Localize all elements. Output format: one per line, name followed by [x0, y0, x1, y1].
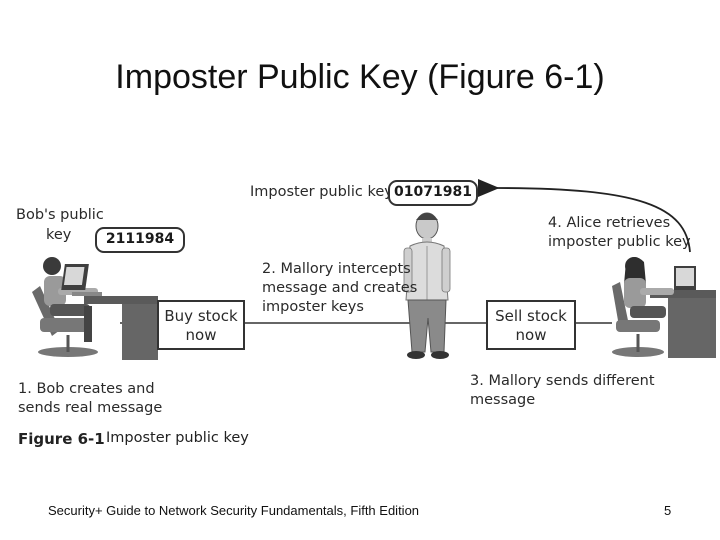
- sell-stock-line2: now: [515, 326, 547, 344]
- step2-line2: message and creates: [262, 280, 418, 296]
- step2-line1: 2. Mallory intercepts: [262, 261, 411, 277]
- step3-line2: message: [470, 392, 536, 408]
- bob-figure: [32, 257, 158, 360]
- bob-key-box: 2111984: [95, 227, 185, 253]
- imposter-key-box: 01071981: [388, 180, 478, 206]
- sell-stock-message: Sell stock now: [486, 300, 576, 350]
- imposter-key-label: Imposter public key: [250, 184, 393, 200]
- slide-footer: Security+ Guide to Network Security Fund…: [48, 503, 420, 518]
- bob-key-label-line2: key: [46, 227, 72, 243]
- step4-line2: imposter public key: [548, 234, 691, 250]
- step3-line1: 3. Mallory sends different: [470, 373, 655, 389]
- bob-key-label-line1: Bob's public: [16, 207, 104, 223]
- figure-caption-number: Figure 6-1: [18, 430, 105, 448]
- step4-line1: 4. Alice retrieves: [548, 215, 671, 231]
- figure-caption-text: Imposter public key: [106, 430, 249, 446]
- alice-figure: [612, 257, 716, 358]
- mallory-figure: [403, 212, 451, 359]
- step1-line2: sends real message: [18, 400, 163, 416]
- imposter-key-arrow: [477, 178, 691, 253]
- slide-title: Imposter Public Key (Figure 6-1): [115, 58, 605, 96]
- buy-stock-line2: now: [185, 326, 217, 344]
- page-number: 5: [664, 503, 672, 518]
- sell-stock-line1: Sell stock: [495, 307, 567, 325]
- buy-stock-line1: Buy stock: [164, 307, 238, 325]
- step2-line3: imposter keys: [262, 299, 364, 315]
- step1-line1: 1. Bob creates and: [18, 381, 155, 397]
- buy-stock-message: Buy stock now: [157, 300, 245, 350]
